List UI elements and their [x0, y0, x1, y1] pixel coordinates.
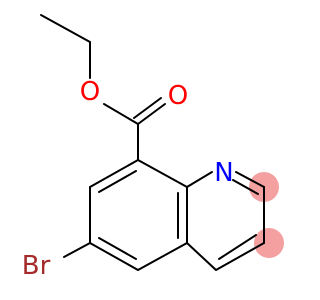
bond-n-c2-1: [235, 171, 265, 188]
nitrogen-label: N: [214, 158, 233, 188]
bond-c3-c4: [215, 242, 265, 271]
bond-ch3-ch2: [40, 14, 91, 43]
bond-c6-c5: [89, 242, 139, 271]
bond-c-o-double-2: [133, 97, 162, 119]
bond-c6-c5-inner: [98, 237, 137, 260]
highlight-c3: [254, 228, 284, 258]
oxygen-carbonyl-label: O: [168, 81, 188, 111]
bond-c6-br: [63, 242, 91, 258]
oxygen-ester-label: O: [80, 77, 100, 107]
bond-n-c2-2: [232, 179, 259, 195]
bond-c8a-n: [186, 171, 213, 188]
bond-c5-c4a: [137, 242, 188, 271]
bond-c8-c8a: [137, 159, 188, 188]
structure-diagram: O O N Br: [22, 14, 284, 281]
bond-c3-c4-inner: [218, 234, 257, 260]
bond-o-c-carbonyl: [103, 103, 139, 125]
bond-c-o-double-1: [137, 103, 166, 125]
bond-c8-c7: [89, 159, 139, 188]
bond-c8-c7-inner: [98, 170, 137, 193]
bromine-label: Br: [22, 251, 51, 281]
bond-c4-c4a: [186, 242, 217, 271]
